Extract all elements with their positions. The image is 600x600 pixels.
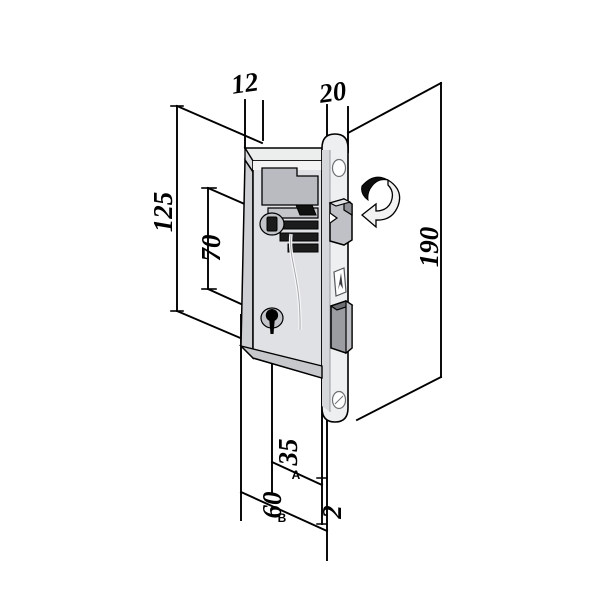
brand-emblem-glyph [338, 273, 343, 290]
dim-190-leader-top [346, 81, 443, 135]
case-scribe-line-shadow [290, 233, 301, 331]
screw-slot-bottom [334, 395, 344, 405]
mechanism-bar-lower [279, 232, 319, 242]
mortise-lock-object [238, 133, 354, 423]
dim-35-line [270, 460, 324, 487]
lock-case-side-face [240, 157, 254, 360]
dead-bolt-side-face [345, 299, 353, 355]
dim-label-2: 2 [317, 505, 347, 520]
dim-label-35: 35 [273, 439, 303, 467]
lock-case-top-face [243, 147, 323, 162]
dim-125-leader-top [175, 104, 264, 145]
rotation-arrow-body [360, 178, 401, 229]
dim-label-20: 20 [316, 75, 348, 109]
mechanism-bar-mid [279, 220, 319, 230]
dim-label-190: 190 [414, 226, 444, 267]
marker-label-b: B [278, 511, 287, 525]
mechanism-bar-bottom [287, 243, 319, 253]
screw-hole-top-icon [331, 158, 347, 178]
rotation-arrow [360, 176, 401, 229]
latch-bolt-notch [329, 212, 339, 224]
faceplate-inner-shading [322, 150, 330, 412]
dim-60-line [239, 490, 329, 533]
lock-case-bottom-face [238, 344, 323, 379]
dim-label-12: 12 [229, 66, 260, 99]
rotation-arrow-dark-head [361, 176, 389, 202]
dim-label-70: 70 [196, 234, 226, 262]
dim-190-leader-bottom [355, 375, 443, 422]
case-upper-recess [261, 167, 319, 206]
marker-label-a: A [292, 468, 301, 482]
mechanism-link-plate [295, 204, 317, 216]
dim-label-125: 125 [148, 192, 178, 233]
latch-bolt-top-face [328, 198, 352, 207]
spindle-hole [266, 216, 278, 232]
dim-label-60: 60 [257, 491, 287, 519]
dimension-labels: 12 20 125 70 190 35 60 2 A B [148, 66, 444, 525]
keyhole [265, 309, 279, 334]
